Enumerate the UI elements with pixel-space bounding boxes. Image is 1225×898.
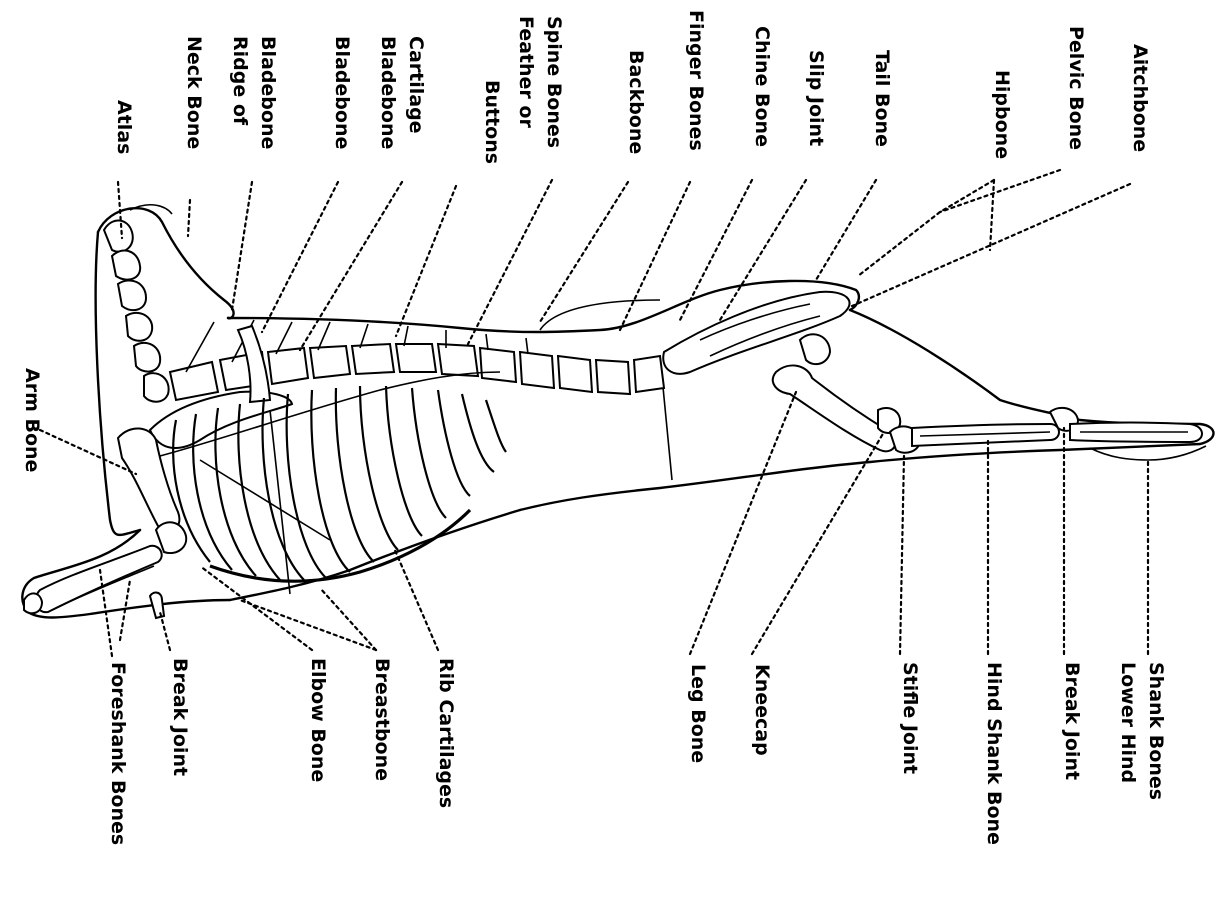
label-chine-bone: Chine Bone [751, 26, 773, 147]
label-bladebone: Bladebone [331, 36, 353, 149]
label-foreshank-bones: Foreshank Bones [107, 662, 129, 845]
label-feather-or-spine-bones: Feather or Spine Bones [515, 16, 565, 148]
label-text-line: Bladebone [377, 36, 399, 149]
label-text-line: Stifle Joint [899, 662, 921, 774]
label-text-line: Hind Shank Bone [983, 662, 1005, 845]
label-hind-shank-bone: Hind Shank Bone [983, 662, 1005, 845]
label-hipbone: Hipbone [991, 70, 1013, 159]
label-finger-bones: Finger Bones [685, 10, 707, 151]
label-arm-bone: Arm Bone [21, 368, 43, 472]
label-text-line: Atlas [113, 100, 135, 154]
label-text-line: Hipbone [991, 70, 1013, 159]
label-lower-hind-shank-bones: Lower Hind Shank Bones [1117, 662, 1167, 800]
label-text-line: Lower Hind [1117, 662, 1139, 783]
label-aitchbone: Aitchbone [1129, 44, 1151, 152]
label-elbow-bone: Elbow Bone [307, 658, 329, 782]
label-text-line: Breastbone [371, 658, 393, 781]
label-text-line: Spine Bones [543, 16, 565, 148]
left-labels: Arm Bone [21, 368, 43, 472]
label-leg-bone: Leg Bone [687, 664, 709, 763]
label-text-line: Break Joint [1061, 662, 1083, 780]
label-text-line: Break Joint [169, 658, 191, 776]
label-text-line: Shank Bones [1145, 662, 1167, 800]
label-text-line: Rib Cartilages [435, 658, 457, 808]
label-text-line: Bladebone [257, 36, 279, 149]
label-text-line: Tail Bone [871, 50, 893, 147]
label-text-line: Aitchbone [1129, 44, 1151, 152]
label-neck-bone: Neck Bone [183, 36, 205, 149]
label-rib-cartilages: Rib Cartilages [435, 658, 457, 808]
label-slip-joint: Slip Joint [805, 50, 827, 146]
label-text-line: Leg Bone [687, 664, 709, 763]
label-bladebone-cartilage: Bladebone Cartilage [377, 36, 427, 149]
label-text-line: Feather or [515, 16, 537, 128]
label-text-line: Ridge of [229, 36, 251, 126]
label-text-line: Finger Bones [685, 10, 707, 151]
shoulder-blade [24, 326, 292, 618]
label-stifle-joint: Stifle Joint [899, 662, 921, 774]
label-backbone: Backbone [625, 50, 647, 154]
label-ridge-of-bladebone: Ridge of Bladebone [229, 36, 279, 149]
label-text-line: Buttons [481, 80, 503, 164]
label-text-line: Slip Joint [805, 50, 827, 146]
label-text-line: Elbow Bone [307, 658, 329, 782]
label-text-line: Pelvic Bone [1065, 26, 1087, 150]
label-pelvic-bone: Pelvic Bone [1065, 26, 1087, 150]
label-kneecap: Kneecap [751, 664, 773, 756]
label-text-line: Chine Bone [751, 26, 773, 147]
label-breastbone: Breastbone [371, 658, 393, 781]
spine-vertebrae [104, 220, 850, 401]
label-text-line: Neck Bone [183, 36, 205, 149]
label-text-line: Bladebone [331, 36, 353, 149]
label-atlas: Atlas [113, 100, 135, 154]
label-tail-bone: Tail Bone [871, 50, 893, 147]
label-buttons: Buttons [481, 80, 503, 164]
label-text-line: Backbone [625, 50, 647, 154]
label-break-joint: Break Joint [1061, 662, 1083, 780]
label-text-line: Cartilage [405, 36, 427, 134]
label-break-joint: Break Joint [169, 658, 191, 776]
label-text-line: Arm Bone [21, 368, 43, 472]
label-text-line: Foreshank Bones [107, 662, 129, 845]
bottom-labels: Foreshank Bones Break Joint Elbow Bone Brea… [107, 658, 1167, 845]
label-text-line: Kneecap [751, 664, 773, 756]
hind-leg-bones [773, 334, 1202, 453]
